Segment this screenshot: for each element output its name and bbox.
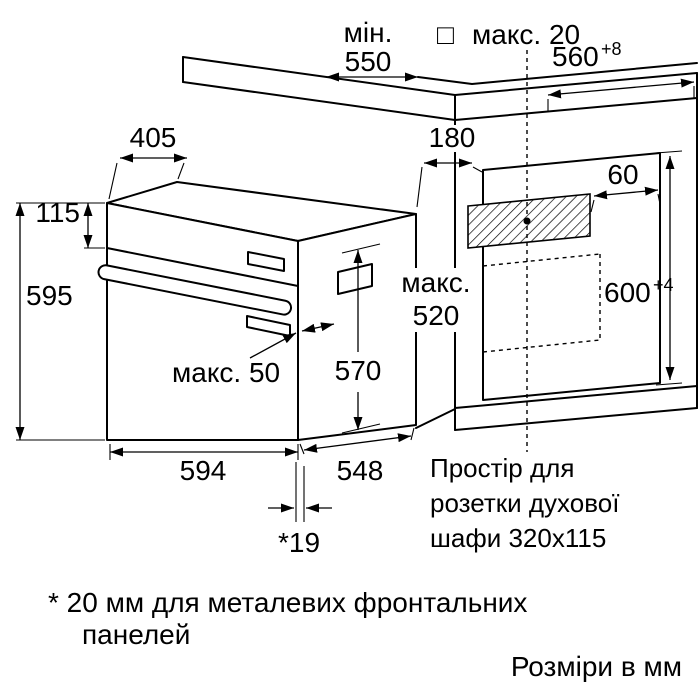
dim-600-value: 600 (604, 277, 651, 308)
dim-max50: макс. 50 (172, 322, 335, 388)
footnote: * 20 мм для металевих фронтальних панеле… (48, 587, 527, 650)
dim-115-value: 115 (35, 197, 80, 228)
dim-max520-label: макс. (401, 267, 470, 298)
units-label: Розміри в мм (511, 651, 682, 682)
footnote-line-2: панелей (82, 619, 190, 650)
dim-max520-value: 520 (413, 300, 460, 331)
dim-548: 548 (299, 427, 415, 486)
oven-outline (97, 181, 417, 441)
dim-60: 60 (590, 159, 661, 213)
socket-clearance-dashed-box (482, 253, 601, 353)
dim-550: мін. 550 (326, 17, 418, 82)
socket-note-line-1: Простір для (430, 453, 574, 483)
dim-600: 600 +4 (604, 150, 683, 386)
dim-550-value: 550 (345, 46, 392, 77)
dim-max50-label: макс. 50 (172, 357, 280, 388)
dim-570: 570 (335, 243, 382, 434)
oven-handle (97, 264, 293, 316)
dim-600-tolerance: +4 (653, 275, 674, 295)
socket-note-line-2: розетки духової (430, 488, 619, 518)
oven-control-panel-line (106, 247, 299, 287)
oven-display (247, 251, 285, 272)
dim-560: 560 +8 (547, 39, 695, 112)
oven-side-vent (337, 263, 373, 295)
dim-115: 115 (35, 197, 105, 249)
max20-square-symbol: □ (437, 19, 454, 50)
dim-560-tolerance: +8 (601, 39, 622, 59)
socket-space (467, 50, 601, 452)
footnote-line-1: * 20 мм для металевих фронтальних (48, 587, 527, 618)
dim-560-value: 560 (552, 41, 599, 72)
dim-594-value: 594 (180, 455, 227, 486)
dim-max520: макс. 520 (394, 267, 480, 332)
dim-60-value: 60 (607, 159, 638, 190)
dim-595: 595 (15, 202, 105, 441)
dim-19: *19 (268, 462, 332, 558)
dim-405-value: 405 (130, 122, 177, 153)
dim-180: 180 (416, 122, 483, 208)
dim-594: 594 (109, 444, 299, 486)
dim-595-value: 595 (26, 280, 73, 311)
dim-405: 405 (108, 122, 187, 200)
dim-570-value: 570 (335, 355, 382, 386)
dim-548-value: 548 (337, 455, 384, 486)
dim-550-min-label: мін. (344, 17, 393, 48)
max20-label: макс. 20 (472, 19, 580, 50)
dim-19-value: *19 (278, 527, 320, 558)
socket-note-line-3: шафи 320x115 (430, 523, 606, 553)
socket-note: Простір для розетки духової шафи 320x115 (430, 453, 619, 553)
dim-180-value: 180 (429, 122, 476, 153)
dim-max20: □ макс. 20 (437, 19, 580, 50)
